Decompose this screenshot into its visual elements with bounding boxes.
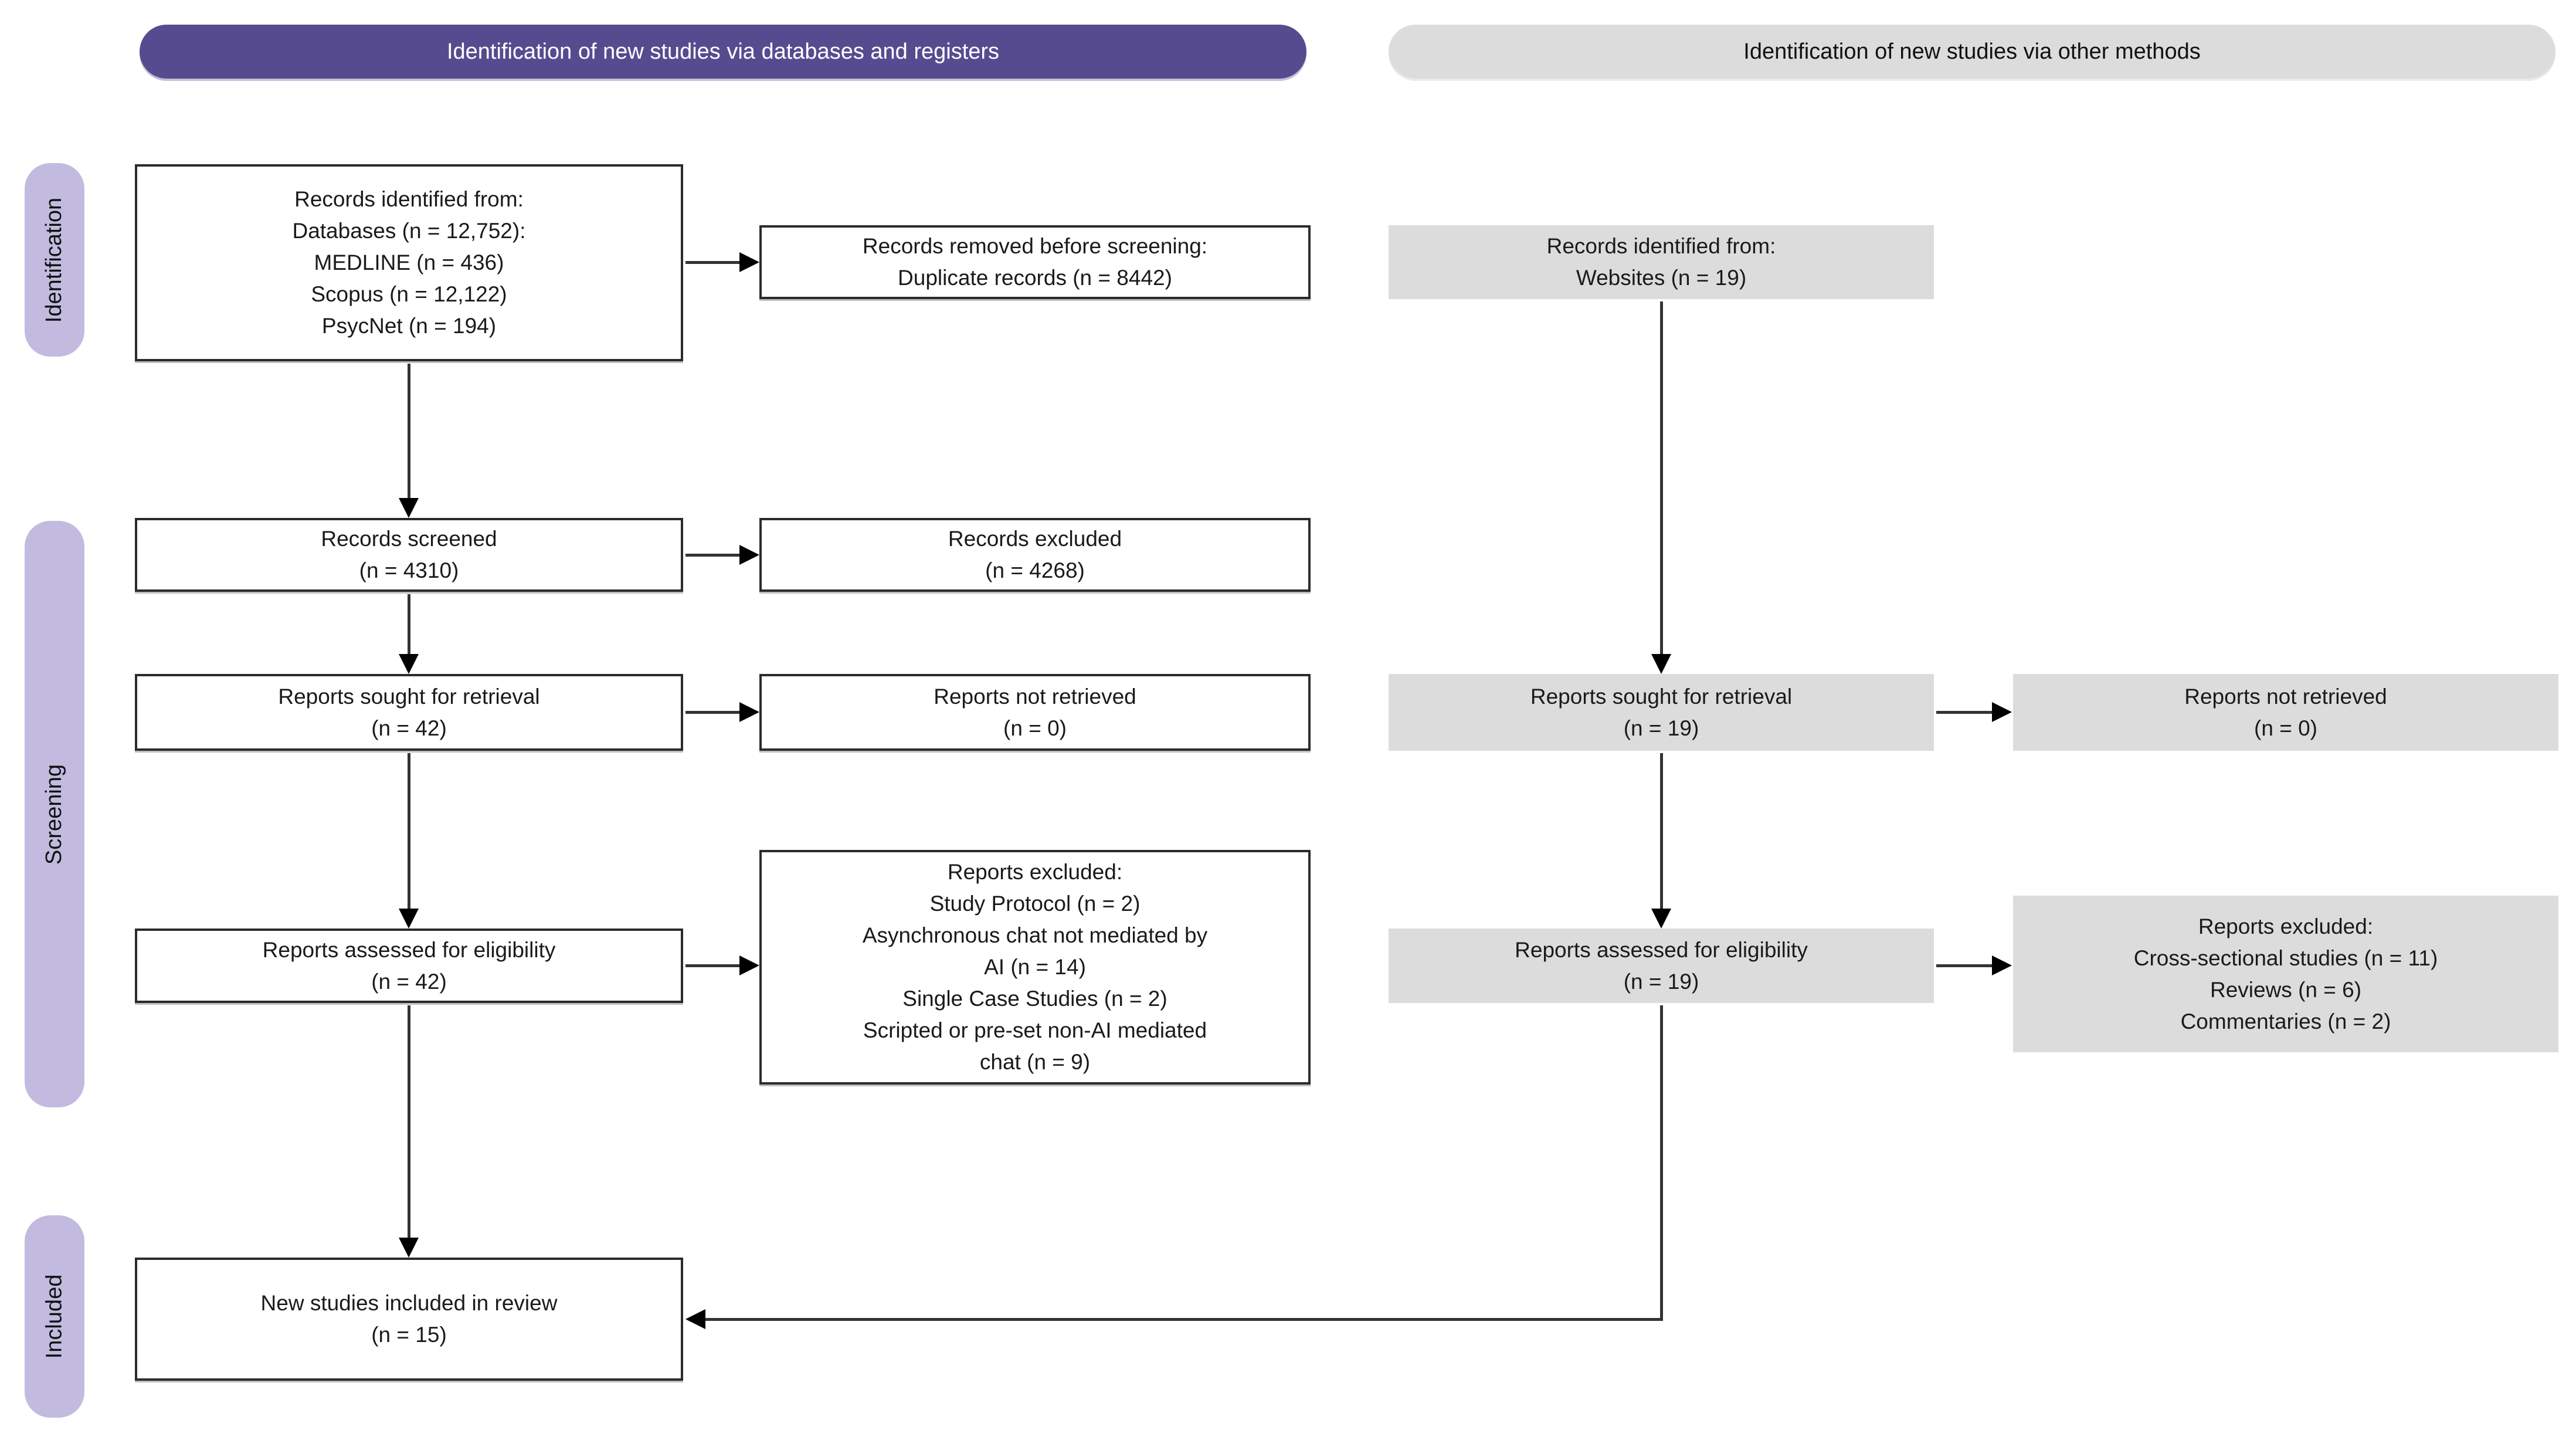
box-line: (n = 4268) [985,558,1085,582]
arrow-sought-to-notretrieved-db-line [685,711,741,714]
arrow-assessed-to-included-head [399,1238,419,1258]
arrow-websites-to-sought-line [1660,301,1663,656]
box-line: (n = 0) [1003,716,1067,740]
arrow-sought-to-assessed-other-head [1651,909,1671,929]
box-reports-sought-other: Reports sought for retrieval (n = 19) [1389,674,1934,751]
box-line: Scopus (n = 12,122) [311,282,507,306]
stage-label-identification: Identification [42,197,67,323]
box-line: Reviews (n = 6) [2210,977,2362,1002]
box-records-removed: Records removed before screening: Duplic… [759,225,1311,299]
box-line: Reports assessed for eligibility [1515,937,1808,962]
arrow-screened-to-excluded-head [739,545,759,565]
arrow-assessed-to-included-line [408,1005,410,1240]
box-line: (n = 19) [1623,969,1699,994]
box-reports-assessed-other: Reports assessed for eligibility (n = 19… [1389,929,1934,1003]
box-line: (n = 19) [1623,716,1699,740]
arrow-sought-to-assessed-line [408,753,410,911]
box-line: MEDLINE (n = 436) [314,250,504,275]
arrow-identified-to-removed-line [685,261,741,264]
banner-right-label: Identification of new studies via other … [1743,39,2201,64]
box-websites-identified: Records identified from: Websites (n = 1… [1389,225,1934,299]
box-line: Reports sought for retrieval [1530,684,1793,709]
stage-pill-screening: Screening [25,521,84,1107]
box-line: Study Protocol (n = 2) [929,892,1141,916]
box-line: Websites (n = 19) [1576,266,1747,290]
box-records-excluded: Records excluded (n = 4268) [759,518,1311,592]
box-reports-not-retrieved-db: Reports not retrieved (n = 0) [759,674,1311,751]
stage-label-included: Included [42,1274,67,1359]
arrow-assessed-to-reportsexcluded-db-line [685,964,741,967]
box-line: Reports sought for retrieval [278,684,540,709]
box-line: Records excluded [948,527,1122,551]
banner-left-label: Identification of new studies via databa… [446,39,1000,64]
arrow-identified-to-screened-line [408,364,410,500]
box-line: Databases (n = 12,752): [292,219,526,243]
box-line: Records identified from: [294,187,524,211]
box-line: (n = 42) [371,969,447,994]
box-line: Reports excluded: [947,860,1123,884]
arrow-assessed-to-reportsexcluded-db-head [739,955,759,975]
arrow-identified-to-screened-head [399,498,419,518]
box-line: Scripted or pre-set non-AI mediated [863,1018,1207,1042]
box-line: New studies included in review [260,1291,558,1315]
box-records-identified: Records identified from: Databases (n = … [135,164,683,361]
box-line: (n = 15) [371,1323,447,1347]
box-line: Reports not retrieved [2184,684,2387,709]
box-records-screened: Records screened (n = 4310) [135,518,683,592]
arrow-sought-to-notretrieved-other-head [1992,702,2012,722]
box-line: Reports assessed for eligibility [262,937,556,962]
box-line: Single Case Studies (n = 2) [902,987,1167,1011]
box-line: PsycNet (n = 194) [321,314,497,338]
arrow-screened-to-sought-line [408,594,410,656]
box-reports-excluded-other: Reports excluded: Cross-sectional studie… [2013,896,2558,1052]
arrow-otherassessed-elbow-vertical [1660,1005,1663,1321]
arrow-otherassessed-elbow-horizontal [704,1318,1663,1321]
box-line: Reports excluded: [2198,914,2374,938]
box-line: Duplicate records (n = 8442) [898,266,1172,290]
arrow-sought-to-notretrieved-other-line [1936,711,1993,714]
box-reports-sought-db: Reports sought for retrieval (n = 42) [135,674,683,751]
arrow-otherassessed-to-included-head [685,1309,705,1329]
arrow-assessed-to-reportsexcluded-other-line [1936,964,1993,967]
box-line: (n = 42) [371,716,447,740]
arrow-sought-to-notretrieved-db-head [739,702,759,722]
box-line: Records screened [321,527,497,551]
box-line: Asynchronous chat not mediated by [862,923,1208,947]
box-line: chat (n = 9) [979,1050,1091,1074]
box-line: (n = 4310) [359,558,459,582]
stage-label-screening: Screening [42,764,67,865]
box-reports-excluded-db: Reports excluded: Study Protocol (n = 2)… [759,850,1311,1085]
box-reports-not-retrieved-other: Reports not retrieved (n = 0) [2013,674,2558,751]
arrow-screened-to-sought-head [399,654,419,674]
arrow-assessed-to-reportsexcluded-other-head [1992,955,2012,975]
box-line: Cross-sectional studies (n = 11) [2133,946,2438,970]
arrow-sought-to-assessed-head [399,909,419,929]
box-line: Commentaries (n = 2) [2180,1009,2391,1033]
arrow-websites-to-sought-head [1651,654,1671,674]
arrow-identified-to-removed-head [739,252,759,272]
stage-pill-identification: Identification [25,163,84,357]
box-reports-assessed-db: Reports assessed for eligibility (n = 42… [135,929,683,1003]
box-line: Records removed before screening: [862,234,1208,258]
banner-databases-registers: Identification of new studies via databa… [140,25,1306,79]
arrow-screened-to-excluded-line [685,554,741,557]
box-line: Reports not retrieved [934,684,1136,709]
arrow-sought-to-assessed-other-line [1660,753,1663,911]
box-line: AI (n = 14) [984,955,1086,979]
box-line: (n = 0) [2254,716,2317,740]
box-included-review: New studies included in review (n = 15) [135,1258,683,1381]
banner-other-methods: Identification of new studies via other … [1389,25,2555,79]
stage-pill-included: Included [25,1215,84,1418]
box-line: Records identified from: [1546,234,1776,258]
